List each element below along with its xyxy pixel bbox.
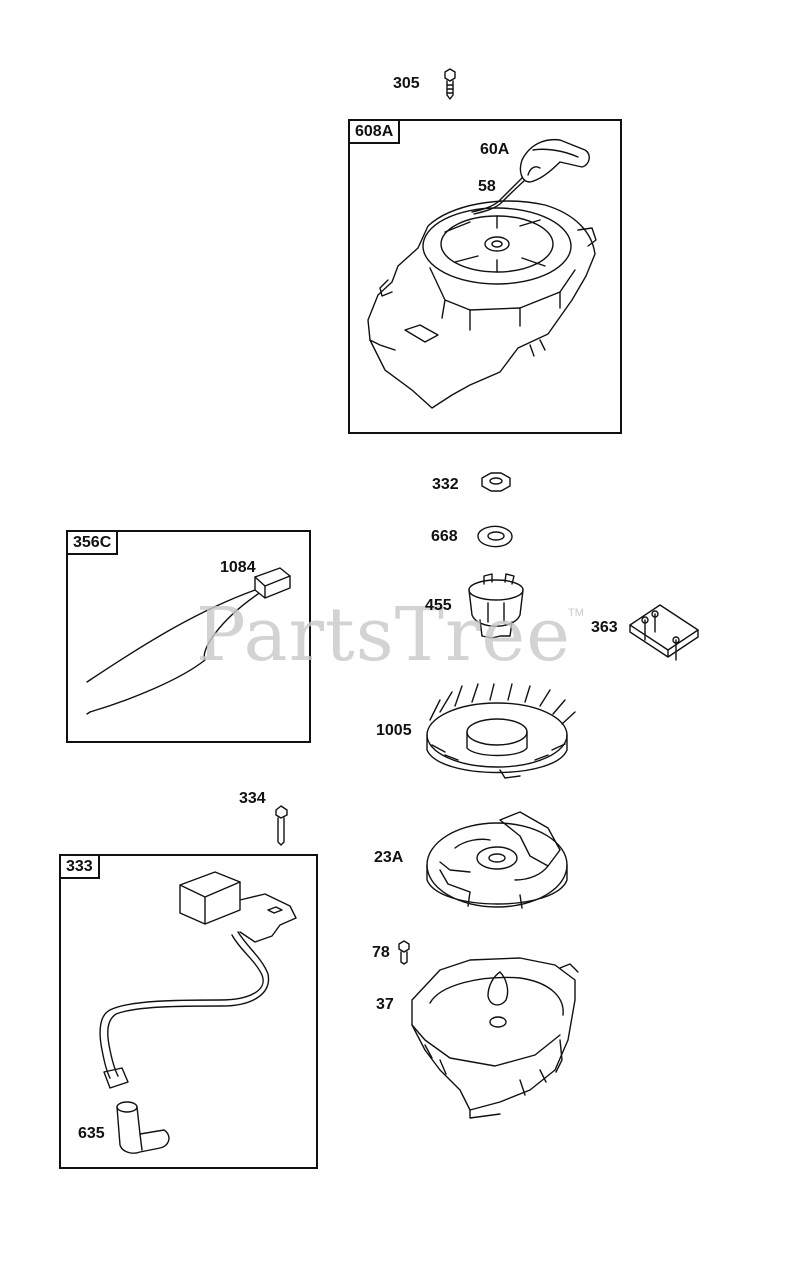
group-box-333: 333 <box>59 854 318 1169</box>
callout-363: 363 <box>591 619 618 636</box>
spark-plug-boot-635-drawing <box>117 1102 169 1153</box>
washer-668-drawing <box>478 526 512 546</box>
ignition-coil-333-drawing <box>100 872 296 1088</box>
callout-58: 58 <box>478 178 496 195</box>
starter-handle-60a-drawing <box>520 140 589 182</box>
callout-455: 455 <box>425 597 452 614</box>
callout-1005: 1005 <box>376 722 412 739</box>
callout-1084: 1084 <box>220 559 256 576</box>
group-label-333: 333 <box>61 856 100 879</box>
group-box-608a: 608A <box>348 119 622 434</box>
rewind-starter-drawing <box>368 201 596 408</box>
stator-23a-drawing <box>427 812 567 908</box>
callout-332: 332 <box>432 476 459 493</box>
watermark-text: PartsTree <box>196 592 571 678</box>
callout-60a: 60A <box>480 141 510 158</box>
callout-635: 635 <box>78 1125 105 1142</box>
callout-37: 37 <box>376 996 394 1013</box>
watermark-trademark: TM <box>568 607 584 619</box>
screw-78-drawing <box>399 941 409 964</box>
blower-housing-37-drawing <box>412 958 578 1118</box>
callout-334: 334 <box>239 790 266 807</box>
callout-668: 668 <box>431 528 458 545</box>
starter-cup-455-drawing <box>469 574 523 638</box>
callout-23a: 23A <box>374 849 404 866</box>
wire-harness-1084-drawing <box>87 568 290 714</box>
bolt-334-drawing <box>276 806 287 845</box>
group-label-356c: 356C <box>68 532 119 555</box>
flywheel-fan-1005-drawing <box>427 684 575 778</box>
callout-78: 78 <box>372 944 390 961</box>
group-box-356c: 356C <box>66 530 311 743</box>
callout-305: 305 <box>393 75 420 92</box>
nut-332-drawing <box>482 473 510 491</box>
bracket-363-drawing <box>630 605 698 660</box>
bolt-305-drawing <box>445 69 455 99</box>
group-label-608a: 608A <box>350 121 401 144</box>
